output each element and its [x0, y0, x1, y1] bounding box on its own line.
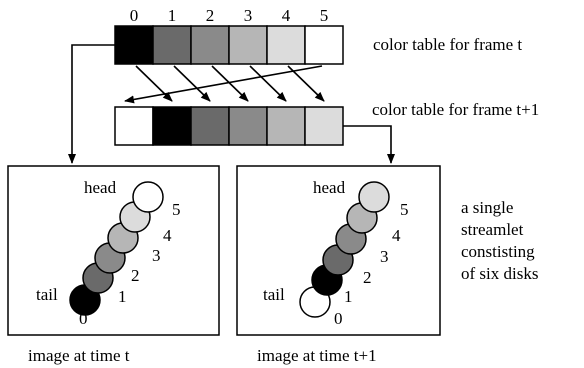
shift-arrow-1 [173, 65, 211, 102]
shift-arrows [124, 65, 325, 104]
color-cell-t1-1 [152, 106, 192, 146]
table-index-1: 1 [168, 6, 177, 25]
connector-to-right-panel [343, 125, 395, 164]
table-index-4: 4 [282, 6, 291, 25]
color-table-frame-t: 0 1 2 3 4 5 color table for frame t [114, 6, 522, 65]
shift-arrow-2 [211, 65, 249, 102]
table-index-5: 5 [320, 6, 329, 25]
color-cell-t-5 [304, 25, 344, 65]
disk-label-left-4: 4 [163, 226, 172, 245]
disk-label-right-4: 4 [392, 226, 401, 245]
color-cell-t-1 [152, 25, 192, 65]
disk-right-5 [358, 181, 390, 213]
color-cell-t-0 [114, 25, 154, 65]
side-note: a single streamlet constisting of six di… [461, 198, 538, 283]
color-cell-t1-0 [114, 106, 154, 146]
disk-label-right-1: 1 [344, 287, 353, 306]
disk-label-left-1: 1 [118, 287, 127, 306]
side-note-line-3: constisting [461, 242, 535, 261]
label-color-table-t1: color table for frame t+1 [372, 100, 539, 119]
tail-label-left: tail [36, 285, 58, 304]
disk-label-left-2: 2 [131, 266, 140, 285]
caption-image-time-t1: image at time t+1 [257, 346, 377, 365]
panel-frame-left [7, 165, 220, 336]
disk-label-left-0: 0 [79, 309, 88, 328]
shift-arrow-3 [249, 65, 287, 102]
color-cell-t-4 [266, 25, 306, 65]
caption-image-time-t: image at time t [28, 346, 130, 365]
color-cell-t-2 [190, 25, 230, 65]
disk-label-right-0: 0 [334, 309, 343, 328]
streamlet-left [69, 181, 164, 316]
disk-left-5 [132, 181, 164, 213]
shift-arrow-5 [124, 65, 323, 104]
label-color-table-t: color table for frame t [373, 35, 522, 54]
shift-arrow-4 [287, 65, 325, 102]
side-note-line-1: a single [461, 198, 513, 217]
disk-label-left-3: 3 [152, 246, 161, 265]
panel-frame-right [236, 165, 441, 336]
side-note-line-4: of six disks [461, 264, 538, 283]
panel-image-time-t1: head tail 0 1 2 3 4 5 [236, 165, 441, 336]
connector-to-left-panel [68, 44, 115, 164]
tail-label-right: tail [263, 285, 285, 304]
disk-label-right-3: 3 [380, 247, 389, 266]
disk-label-right-2: 2 [363, 268, 372, 287]
color-cell-t-3 [228, 25, 268, 65]
head-label-right: head [313, 178, 346, 197]
head-label-left: head [84, 178, 117, 197]
shift-arrow-0 [135, 65, 173, 102]
table-index-2: 2 [206, 6, 215, 25]
panel-connectors [68, 44, 395, 164]
color-cell-t1-5 [304, 106, 344, 146]
color-cell-t1-4 [266, 106, 306, 146]
color-table-frame-t1: color table for frame t+1 [114, 100, 539, 146]
table-index-0: 0 [130, 6, 139, 25]
table-index-3: 3 [244, 6, 253, 25]
disk-label-right-5: 5 [400, 200, 409, 219]
disk-label-left-5: 5 [172, 200, 181, 219]
panel-image-time-t: head tail 0 1 2 3 4 5 [7, 165, 220, 336]
color-cell-t1-3 [228, 106, 268, 146]
color-cell-t1-2 [190, 106, 230, 146]
streamlet-right [299, 181, 390, 318]
side-note-line-2: streamlet [461, 220, 524, 239]
